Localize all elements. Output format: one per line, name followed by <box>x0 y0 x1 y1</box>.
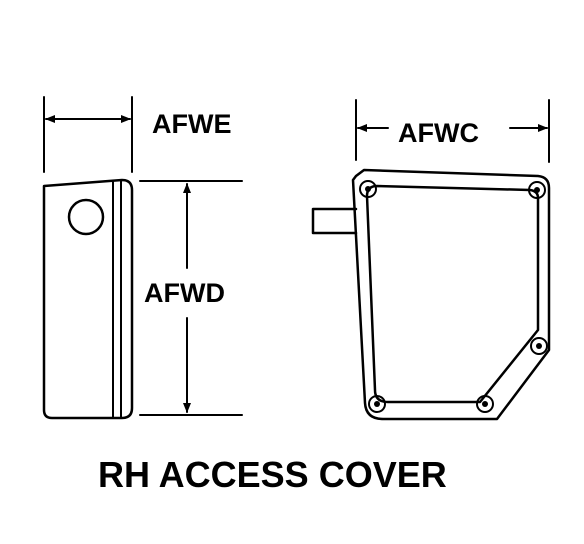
screw <box>530 337 548 355</box>
front-view-outer-outline <box>351 168 551 421</box>
afwe-dimension: AFWE <box>43 96 231 173</box>
afwd-dimension: AFWD <box>139 180 243 416</box>
side-view-body <box>42 178 134 420</box>
screw <box>476 395 494 413</box>
front-view-tab <box>311 207 358 235</box>
side-view <box>42 178 134 420</box>
screw <box>359 180 377 198</box>
diagram-title: RH ACCESS COVER <box>98 454 447 495</box>
screw <box>528 181 546 199</box>
front-view-inner-outline <box>365 184 540 404</box>
afwe-label: AFWE <box>152 109 231 139</box>
side-view-hole <box>67 198 105 236</box>
afwd-label: AFWD <box>144 278 225 308</box>
screw <box>368 395 386 413</box>
afwc-label: AFWC <box>398 118 479 148</box>
front-view <box>311 168 551 421</box>
afwc-dimension: AFWC <box>355 99 550 163</box>
